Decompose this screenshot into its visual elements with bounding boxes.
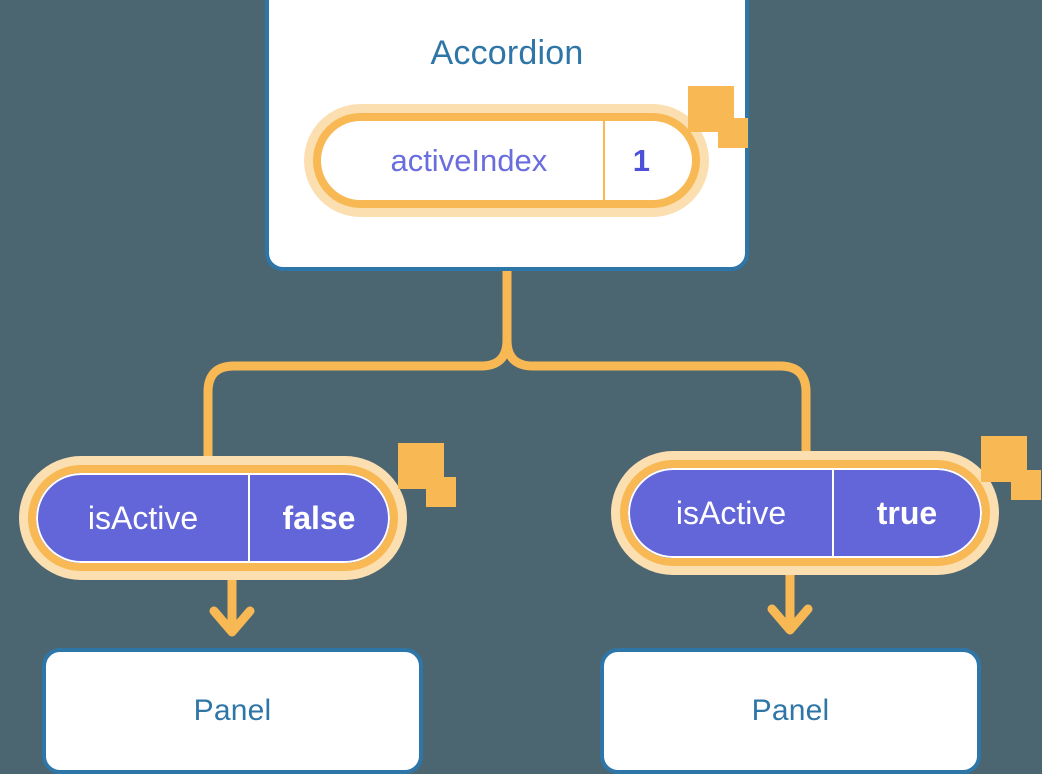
prop-badge-value: true bbox=[832, 470, 980, 556]
state-badge-value: 1 bbox=[602, 121, 692, 200]
prop-badge-isactive-false[interactable]: isActive false bbox=[19, 456, 407, 580]
prop-badge-body: isActive true bbox=[620, 460, 990, 566]
prop-badge-key: isActive bbox=[675, 494, 787, 531]
arrow-down-icon bbox=[209, 577, 255, 637]
panel-component-card-left[interactable]: Panel bbox=[42, 648, 423, 774]
panel-title: Panel bbox=[751, 694, 830, 727]
prop-badge-face: isActive true bbox=[628, 468, 982, 558]
sparkle-icon-large bbox=[981, 436, 1027, 482]
panel-component-card-right[interactable]: Panel bbox=[600, 648, 981, 774]
prop-badge-value: false bbox=[248, 475, 388, 561]
prop-badge-face: isActive false bbox=[36, 473, 390, 563]
connector-right-branch bbox=[502, 265, 811, 471]
accordion-title: Accordion bbox=[430, 34, 584, 72]
prop-badge-body: isActive false bbox=[28, 465, 398, 571]
prop-badge-isactive-true[interactable]: isActive true bbox=[611, 451, 999, 575]
sparkle-icon-small bbox=[426, 477, 456, 507]
connector-left-branch bbox=[203, 265, 512, 475]
state-badge-key: activeIndex bbox=[390, 142, 548, 178]
prop-badge-key: isActive bbox=[87, 499, 199, 536]
sparkle-icon-small bbox=[1011, 470, 1041, 500]
state-badge-body: activeIndex 1 bbox=[313, 113, 700, 208]
state-badge-activeindex[interactable]: activeIndex 1 bbox=[304, 104, 709, 217]
arrow-down-icon bbox=[767, 572, 813, 635]
sparkle-icon-large bbox=[398, 443, 444, 489]
panel-title: Panel bbox=[193, 694, 272, 727]
